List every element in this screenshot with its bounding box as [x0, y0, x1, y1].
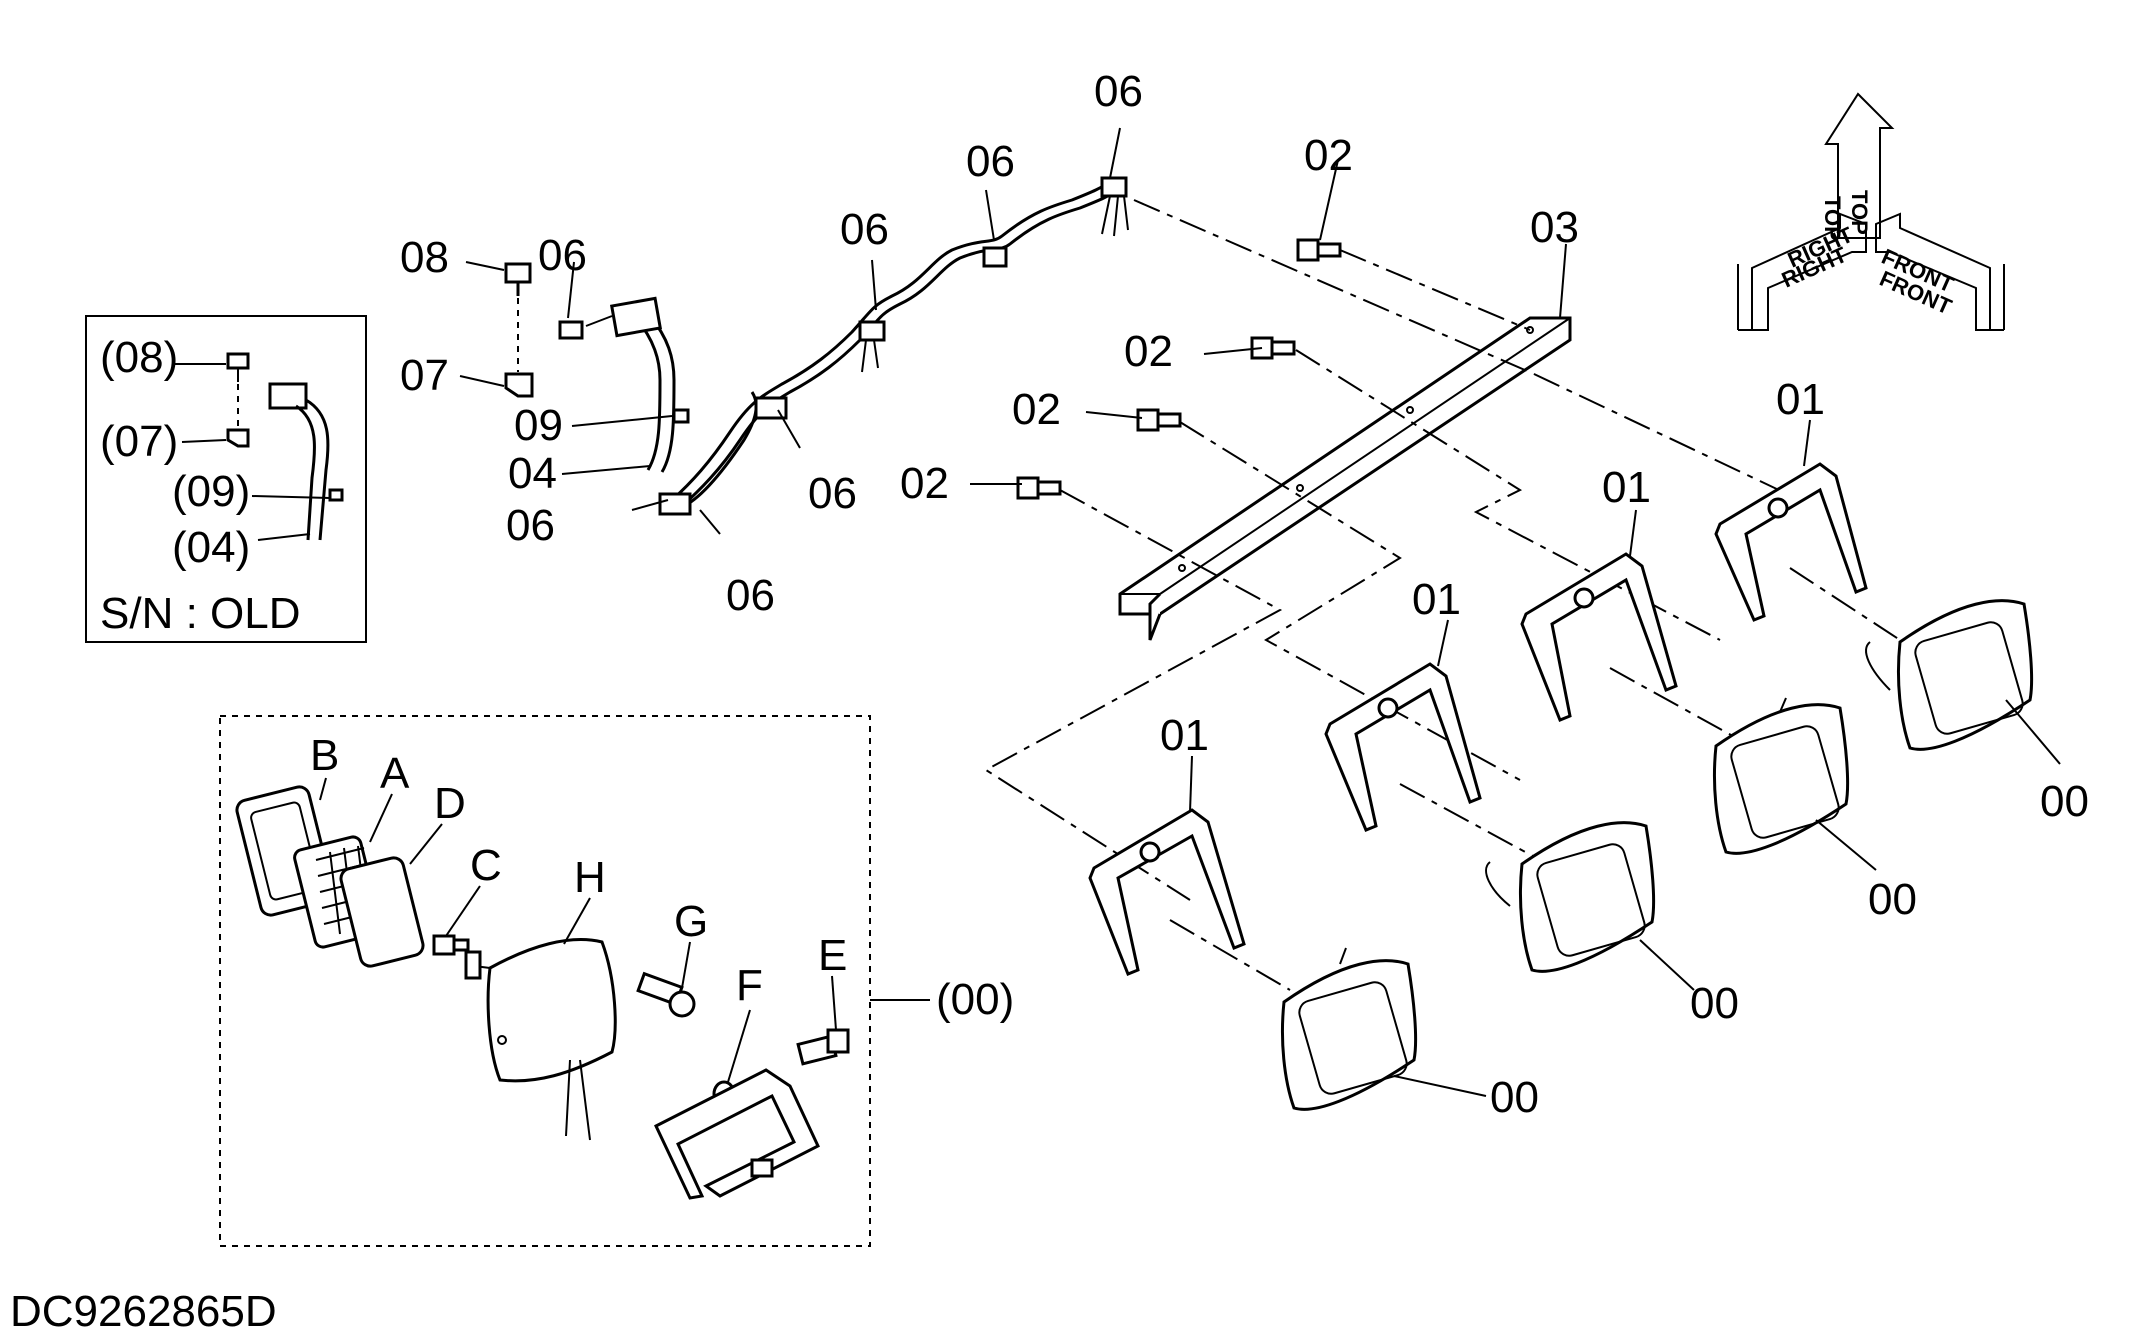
clip-06-c	[858, 320, 886, 342]
label-B: B	[310, 731, 339, 780]
label-06-e: 06	[1094, 67, 1143, 116]
old-04-label: (04)	[172, 523, 250, 572]
label-01-c: 01	[1412, 575, 1461, 624]
clip-06-b	[754, 396, 788, 420]
work-light-00-a	[1865, 599, 2034, 751]
bolt-02-a	[1296, 238, 1342, 262]
label-02-d: 02	[900, 459, 949, 508]
work-light-00-d	[1280, 947, 1418, 1111]
label-07: 07	[400, 351, 449, 400]
label-E: E	[818, 931, 847, 980]
label-03: 03	[1530, 203, 1579, 252]
label-F: F	[736, 961, 763, 1010]
light-bracket-01-a	[1714, 462, 1868, 622]
document-id: DC9262865D	[10, 1287, 277, 1335]
label-02-b: 02	[1124, 327, 1173, 376]
label-06-d: 06	[966, 137, 1015, 186]
label-01-d: 01	[1160, 711, 1209, 760]
part-labels: 06 06 06 06 06 06 06 08 07 09 04 02 02 0…	[10, 67, 2089, 1335]
old-07-label: (07)	[100, 417, 178, 466]
orient-top-label: TOP	[1847, 190, 1872, 235]
clip-06-a	[658, 492, 692, 516]
light-bracket-01-c	[1324, 662, 1482, 832]
label-G: G	[674, 897, 708, 946]
clip-06-d	[982, 246, 1008, 268]
label-04: 04	[508, 449, 557, 498]
label-01-b: 01	[1602, 463, 1651, 512]
work-light-00-b	[1712, 697, 1850, 855]
label-02-c: 02	[1012, 385, 1061, 434]
label-06-c: 06	[840, 205, 889, 254]
label-00-c: 00	[1690, 979, 1739, 1028]
light-assembly-detail	[219, 715, 930, 1247]
bolt-08	[504, 262, 532, 372]
orientation-indicator: TOP TOP RIGHT RIGHT FRONT FRONT	[1737, 92, 2005, 331]
label-00-b: 00	[1868, 875, 1917, 924]
label-06-b: 06	[808, 469, 857, 518]
clip-06-e	[1100, 176, 1128, 198]
label-09: 09	[514, 401, 563, 450]
label-01-a: 01	[1776, 375, 1825, 424]
label-02-a: 02	[1304, 131, 1353, 180]
label-00-a: 00	[2040, 777, 2089, 826]
bracket-03	[1118, 316, 1572, 641]
bolt-02-c	[1136, 408, 1182, 432]
sn-old-label: S/N : OLD	[100, 589, 301, 638]
label-06-f: 06	[538, 231, 587, 280]
label-A: A	[380, 749, 410, 798]
old-09-label: (09)	[172, 467, 250, 516]
label-H: H	[574, 853, 606, 902]
label-sub-00: (00)	[936, 975, 1014, 1024]
light-bracket-01-b	[1520, 552, 1678, 722]
orient-top-label-2: TOP	[1820, 196, 1845, 241]
bolt-02-d	[1016, 476, 1062, 500]
clamp-07	[504, 372, 534, 398]
label-06-a: 06	[726, 571, 775, 620]
work-light-00-c	[1485, 821, 1656, 973]
leader-lines	[319, 127, 2061, 1097]
label-08: 08	[400, 233, 449, 282]
light-bracket-01-d	[1088, 808, 1246, 976]
label-D: D	[434, 779, 466, 828]
old-08-label: (08)	[100, 333, 178, 382]
label-00-d: 00	[1490, 1073, 1539, 1122]
label-C: C	[470, 841, 502, 890]
wire-harness	[558, 176, 1129, 516]
label-06-g: 06	[506, 501, 555, 550]
old-serial-inset: (08) (07) (09) (04) S/N : OLD	[85, 315, 367, 643]
